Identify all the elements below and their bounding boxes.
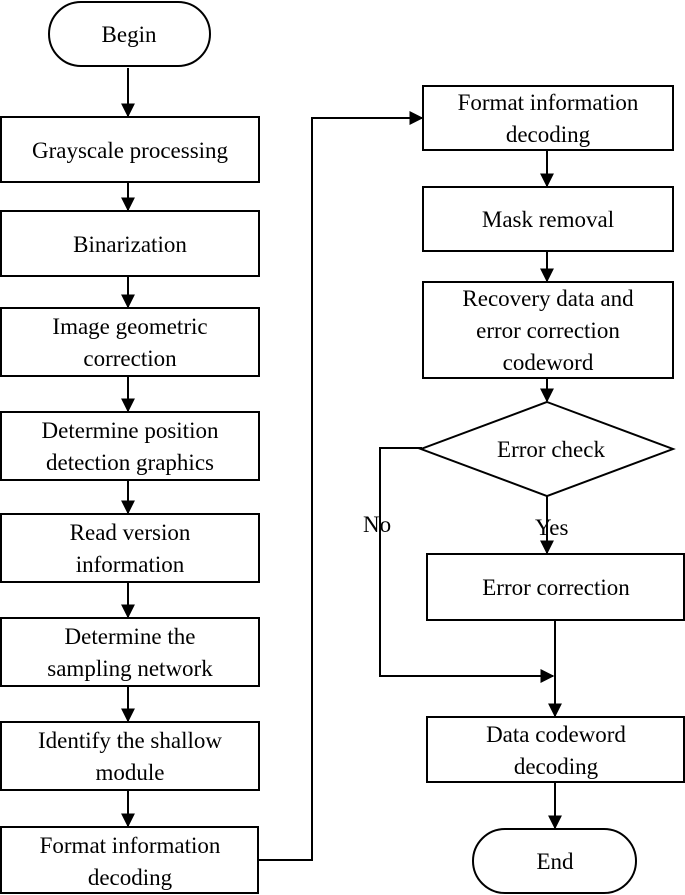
node-text-line: Mask removal (482, 207, 614, 232)
node-text-line: detection graphics (46, 450, 214, 475)
connectors (121, 68, 562, 861)
node-text-line: error correction (476, 318, 620, 343)
node-text-line: Determine position (42, 418, 219, 443)
edge-label-yes: Yes (535, 515, 569, 540)
node-correction-label: Error correction (482, 575, 630, 600)
node-end: End (472, 828, 637, 894)
node-geometric-label: Image geometric correction (52, 314, 207, 371)
terminator-shape (472, 828, 637, 894)
node-text-line: Recovery data and (462, 286, 634, 311)
edge-check-no (379, 447, 555, 683)
node-mask: Mask removal (422, 186, 674, 252)
node-mask-label: Mask removal (482, 207, 614, 232)
node-position: Determine position detection graphics (0, 411, 260, 481)
process-shape (422, 85, 674, 151)
node-text-line: decoding (514, 754, 599, 779)
node-data-decoding-label: Data codeword decoding (486, 722, 626, 779)
edge-format-left-right (258, 111, 424, 861)
node-format-right-label: Format information decoding (458, 90, 639, 147)
node-text-line: decoding (88, 865, 173, 890)
decision-shape (418, 400, 676, 498)
process-shape (0, 721, 260, 791)
node-text-line: Begin (102, 22, 157, 47)
node-text-line: codeword (503, 350, 594, 375)
node-sampling-label: Determine the sampling network (47, 624, 213, 681)
process-shape (0, 411, 260, 481)
node-binarization-label: Binarization (73, 232, 187, 257)
node-text-line: Read version (70, 520, 191, 545)
process-shape (422, 281, 674, 379)
node-check-label: Error check (497, 437, 605, 462)
process-shape (0, 307, 260, 377)
node-check: Error check (418, 400, 676, 498)
node-text-line: Format information (458, 90, 639, 115)
node-text-line: Error check (497, 437, 605, 462)
process-shape (0, 826, 259, 894)
process-shape (0, 116, 260, 183)
edge-label-no: No (363, 512, 391, 537)
node-position-label: Determine position detection graphics (42, 418, 219, 475)
node-data-decoding: Data codeword decoding (426, 716, 685, 783)
process-shape (0, 513, 260, 583)
node-text-line: Determine the (65, 624, 196, 649)
node-format-left: Format information decoding (0, 826, 259, 894)
node-shallow: Identify the shallow module (0, 721, 260, 791)
node-text-line: Identify the shallow (38, 728, 222, 753)
node-grayscale: Grayscale processing (0, 116, 260, 183)
node-sampling: Determine the sampling network (0, 617, 260, 687)
node-text-line: Grayscale processing (32, 138, 229, 163)
node-text-line: module (96, 760, 165, 785)
node-begin: Begin (48, 1, 211, 67)
process-shape (426, 553, 685, 621)
node-begin-label: Begin (102, 22, 157, 47)
node-text-line: Binarization (73, 232, 187, 257)
process-shape (422, 186, 674, 252)
node-format-left-label: Format information decoding (40, 833, 221, 890)
node-recovery: Recovery data and error correction codewor… (422, 281, 674, 379)
node-shallow-label: Identify the shallow module (38, 728, 222, 785)
node-version-label: Read version information (70, 520, 191, 577)
node-recovery-label: Recovery data and error correction codewor… (462, 286, 634, 375)
node-correction: Error correction (426, 553, 685, 621)
process-shape (0, 617, 260, 687)
node-end-label: End (536, 849, 574, 874)
node-text-line: Image geometric (52, 314, 207, 339)
node-format-right: Format information decoding (422, 85, 674, 151)
node-binarization: Binarization (0, 210, 260, 277)
node-text-line: information (76, 552, 185, 577)
terminator-shape (48, 1, 211, 67)
node-text-line: Data codeword (486, 722, 626, 747)
node-geometric: Image geometric correction (0, 307, 260, 377)
node-text-line: Format information (40, 833, 221, 858)
node-version: Read version information (0, 513, 260, 583)
node-text-line: correction (83, 346, 177, 371)
process-shape (426, 716, 685, 783)
process-shape (0, 210, 260, 277)
node-text-line: sampling network (47, 656, 213, 681)
node-text-line: Error correction (482, 575, 630, 600)
node-text-line: decoding (506, 122, 591, 147)
node-text-line: End (536, 849, 574, 874)
node-grayscale-label: Grayscale processing (32, 138, 229, 163)
